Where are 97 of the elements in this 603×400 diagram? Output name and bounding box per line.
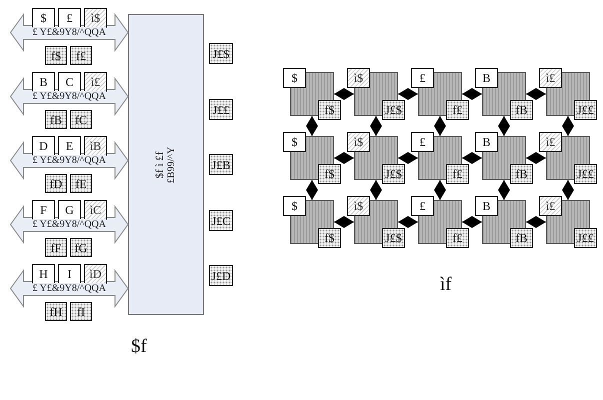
dotted-tile: fC — [70, 110, 92, 129]
plain-tile: $ — [283, 68, 306, 88]
arrow-label: £ Y£&9Y8/^QQA — [32, 90, 106, 102]
figure-caption: $f — [131, 337, 147, 356]
plain-tile: £ — [58, 8, 81, 28]
arrow-label: £ Y£&9Y8/^QQA — [32, 154, 106, 166]
plain-tile: F — [32, 200, 55, 220]
dotted-tile: fB — [510, 164, 533, 184]
hatched-tile: ì£ — [539, 68, 562, 88]
plain-tile: D — [32, 136, 55, 156]
plain-tile: C — [58, 72, 81, 92]
diamond-connector — [334, 88, 354, 100]
block-arrow — [10, 204, 129, 244]
dotted-tile: fI — [70, 302, 92, 321]
diamond-connector — [526, 88, 546, 100]
diamond-connector — [562, 180, 574, 200]
diamond-connector — [398, 88, 418, 100]
plain-tile: E — [58, 136, 81, 156]
dotted-tile: J£$ — [382, 164, 405, 184]
dotted-tile: fF — [45, 238, 67, 257]
dotted-tile: f£ — [446, 100, 469, 120]
diamond-connector — [370, 180, 382, 200]
diamond-connector — [434, 116, 446, 136]
diamond-connector — [370, 116, 382, 136]
diamond-connector — [306, 116, 318, 136]
plain-tile: G — [58, 200, 81, 220]
plain-tile: £ — [411, 68, 434, 88]
hatched-tile: ì$ — [84, 8, 107, 28]
dotted-tile: J££ — [209, 99, 233, 120]
diamond-connector — [498, 116, 510, 136]
dotted-tile: f$ — [45, 46, 67, 65]
block-arrow — [10, 140, 129, 180]
hatched-tile: ìC — [84, 200, 107, 220]
dotted-tile: J£B — [209, 154, 233, 175]
plain-tile: B — [475, 196, 498, 216]
dotted-tile: f$ — [318, 164, 341, 184]
processing-block — [128, 14, 204, 315]
dotted-tile: J££ — [574, 100, 597, 120]
plain-tile: $ — [283, 196, 306, 216]
plain-tile: B — [475, 132, 498, 152]
diamond-connector — [462, 88, 482, 100]
diamond-connector — [398, 216, 418, 228]
hatched-tile: ì£ — [539, 132, 562, 152]
diamond-connector — [462, 216, 482, 228]
plain-tile: £ — [411, 132, 434, 152]
plain-tile: $ — [32, 8, 55, 28]
block-arrow — [10, 12, 129, 52]
plain-tile: B — [32, 72, 55, 92]
vertical-label: $f ì £f — [155, 151, 166, 178]
dotted-tile: fB — [45, 110, 67, 129]
dotted-tile: fB — [510, 228, 533, 248]
diamond-connector — [306, 180, 318, 200]
dotted-tile: J£$ — [382, 100, 405, 120]
diamond-connector — [398, 152, 418, 164]
plain-tile: £ — [411, 196, 434, 216]
plain-tile: $ — [283, 132, 306, 152]
hatched-tile: ì$ — [347, 196, 370, 216]
plain-tile: H — [32, 264, 55, 284]
arrow-label: £ Y£&9Y8/^QQA — [32, 282, 106, 294]
dotted-tile: f$ — [318, 228, 341, 248]
block-arrow — [10, 76, 129, 116]
dotted-tile: fG — [70, 238, 92, 257]
diamond-connector — [526, 216, 546, 228]
diamond-connector — [334, 152, 354, 164]
dotted-tile: J££ — [574, 228, 597, 248]
block-arrow — [10, 268, 129, 308]
dotted-tile: J£D — [209, 265, 233, 286]
dotted-tile: fB — [510, 100, 533, 120]
hatched-tile: ì$ — [347, 132, 370, 152]
hatched-tile: ìB — [84, 136, 107, 156]
dotted-tile: f£ — [446, 164, 469, 184]
diamond-connector — [462, 152, 482, 164]
dotted-tile: f$ — [318, 100, 341, 120]
hatched-tile: ì£ — [539, 196, 562, 216]
dotted-tile: fE — [70, 174, 92, 193]
arrow-label: £ Y£&9Y8/^QQA — [32, 26, 106, 38]
dotted-tile: J£C — [209, 210, 233, 231]
dotted-tile: fH — [45, 302, 67, 321]
vertical-label: £B99/^Y — [167, 146, 177, 183]
dotted-tile: f£ — [70, 46, 92, 65]
dotted-tile: J££ — [574, 164, 597, 184]
diamond-connector — [334, 216, 354, 228]
diamond-connector — [526, 152, 546, 164]
hatched-tile: ì$ — [347, 68, 370, 88]
hatched-tile: ìD — [84, 264, 107, 284]
dotted-tile: J£$ — [382, 228, 405, 248]
diamond-connector — [434, 180, 446, 200]
diamond-connector — [562, 116, 574, 136]
arrow-label: £ Y£&9Y8/^QQA — [32, 218, 106, 230]
plain-tile: B — [475, 68, 498, 88]
dotted-tile: fD — [45, 174, 67, 193]
dotted-tile: J£$ — [209, 43, 233, 64]
dotted-tile: f£ — [446, 228, 469, 248]
figure-caption: ìf — [440, 275, 452, 294]
diamond-connector — [498, 180, 510, 200]
plain-tile: I — [58, 264, 81, 284]
hatched-tile: ì£ — [84, 72, 107, 92]
